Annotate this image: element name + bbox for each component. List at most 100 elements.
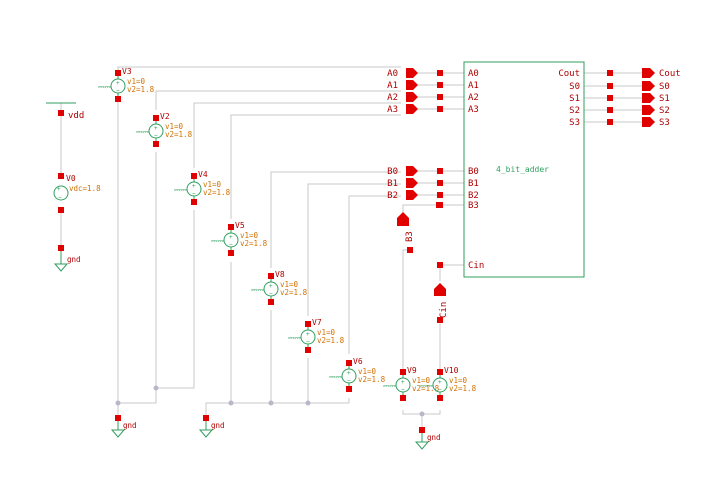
v0-param: vdc=1.8 [69,184,101,193]
output-pin-label: Cout [659,69,681,79]
b3-pin[interactable]: B3 [397,202,442,253]
svg-text:−: − [438,386,442,393]
source-pin-top [346,360,352,366]
svg-text:+: + [192,183,196,190]
adder-pin-marker [607,83,613,89]
svg-text:+: + [57,186,61,193]
input-pin-b2[interactable]: B2 [387,190,418,201]
pulse-waveform-icon: ⎓⎓ [136,127,149,136]
v0-dc-source[interactable]: + − V0 vdc=1.8 [53,173,101,213]
pulse-waveform-icon: ⎓⎓ [211,236,224,245]
output-pin-arrow[interactable] [642,81,655,91]
input-pin-a1[interactable]: A1 [387,80,418,91]
source-param-v1: v1=0 [280,280,299,289]
source-pin-bottom [346,386,352,392]
source-pin-top [115,70,121,76]
gnd-symbol-v0[interactable]: gnd [53,245,81,272]
input-pin-arrow[interactable] [406,68,418,78]
input-pin-label: B2 [387,191,398,201]
input-pin-arrow[interactable] [406,80,418,90]
input-pin-a3[interactable]: A3 [387,104,418,115]
cin-pin[interactable]: Cin [434,262,449,323]
gnd-symbol-right[interactable]: gnd [414,427,441,450]
source-pin-bottom [191,199,197,205]
source-name: V2 [160,112,170,121]
source-param-v2: v2=1.8 [449,384,477,393]
output-pin-label: S1 [659,94,670,104]
pulse-waveform-icon: ⎓⎓ [251,285,264,294]
vdd-symbol[interactable]: vdd [46,102,84,121]
input-pin-b0[interactable]: B0 [387,166,418,177]
pulse-sources: +−⎓⎓V3v1=0v2=1.8+−⎓⎓V2v1=0v2=1.8+−⎓⎓V4v1… [98,67,477,401]
source-param-v1: v1=0 [127,77,146,86]
input-pin-arrow[interactable] [406,178,418,188]
adder-pin-a3: A3 [468,105,479,115]
adder-pin-marker [607,107,613,113]
output-pin-arrow[interactable] [642,105,655,115]
adder-pin-s2: S2 [569,106,580,116]
output-pin-s0[interactable]: S0 [642,81,670,92]
gnd-label: gnd [211,421,225,430]
source-pin-bottom [437,395,443,401]
input-pin-label: A3 [387,105,398,115]
output-pin-label: S2 [659,106,670,116]
svg-text:+: + [229,234,233,241]
source-param-v2: v2=1.8 [240,239,268,248]
adder-pin-marker [437,94,443,100]
output-pin-arrow[interactable] [642,93,655,103]
source-param-v2: v2=1.8 [165,130,193,139]
input-pin-b1[interactable]: B1 [387,178,418,189]
input-pin-arrow[interactable] [406,166,418,176]
svg-text:−: − [306,338,310,345]
gnd-symbol-left[interactable]: gnd [110,415,137,438]
input-pin-a2[interactable]: A2 [387,92,418,103]
input-pin-arrow[interactable] [406,92,418,102]
gnd-label: gnd [123,421,137,430]
pulse-waveform-icon: ⎓⎓ [174,185,187,194]
output-pin-cout[interactable]: Cout [642,68,681,79]
svg-text:−: − [192,190,196,197]
adder-pin-cin: Cin [468,261,484,271]
input-pin-arrow[interactable] [406,190,418,200]
source-param-v1: v1=0 [317,328,336,337]
v0-name: V0 [66,174,76,183]
source-pin-bottom [115,96,121,102]
svg-text:−: − [116,87,120,94]
source-param-v2: v2=1.8 [203,188,231,197]
cin-pin-arrow[interactable] [434,283,446,296]
source-param-v1: v1=0 [165,122,184,131]
junction-dot [268,400,274,406]
b3-pin-arrow[interactable] [397,212,409,226]
junction-dot [115,400,121,406]
gnd-symbol-mid[interactable]: gnd [198,415,225,438]
input-pin-label: A1 [387,81,398,91]
source-param-v2: v2=1.8 [127,85,155,94]
junction-dot [305,400,311,406]
input-pin-arrow[interactable] [406,104,418,114]
pulse-waveform-icon: ⎓⎓ [420,381,433,390]
adder-outline[interactable] [463,61,585,278]
adder-pin-marker [437,82,443,88]
source-name: V10 [444,366,459,375]
input-pin-a0[interactable]: A0 [387,68,418,79]
output-pin-arrow[interactable] [642,117,655,127]
source-pin-top [437,369,443,375]
output-pin-s3[interactable]: S3 [642,117,670,128]
output-pin-arrow[interactable] [642,68,655,78]
output-pin-s2[interactable]: S2 [642,105,670,116]
output-pin-s1[interactable]: S1 [642,93,670,104]
adder-block[interactable]: 4_bit_adder A0A1A2A3B0B1B2B3CinCoutS0S1S… [437,61,613,278]
